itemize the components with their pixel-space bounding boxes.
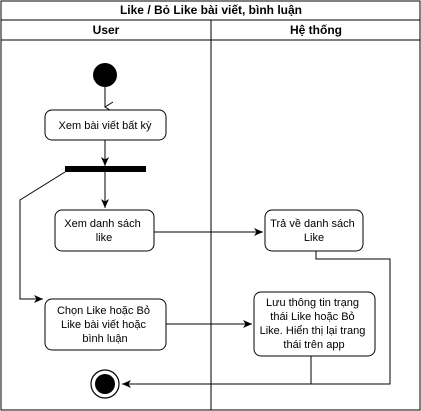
lane-user-header: User (93, 23, 120, 37)
edge-return-likes-to-end (122, 251, 391, 388)
action-view-likes (54, 209, 155, 252)
fork-bar (65, 166, 146, 172)
action-choose-like-label: Chọn Like hoặc Bỏ Like bài viết hoặc bìn… (57, 305, 153, 345)
lane-system-header: Hệ thống (290, 23, 342, 37)
action-save-state-label: Lưu thông tin trạng thái Like hoặc Bỏ Li… (260, 297, 369, 351)
diagram-title: Like / Bỏ Like bài viết, bình luận (120, 3, 302, 17)
action-save-state (253, 291, 376, 357)
action-return-likes (264, 209, 364, 252)
start-node (93, 63, 117, 87)
action-view-likes-label: Xem danh sách like (64, 218, 144, 244)
action-view-post-label: Xem bài viết bất kỳ (59, 120, 152, 132)
action-return-likes-label: Trả về danh sách Like (270, 218, 358, 244)
end-node-inner (95, 374, 115, 394)
edge-fork-to-choose-like (19, 171, 66, 303)
